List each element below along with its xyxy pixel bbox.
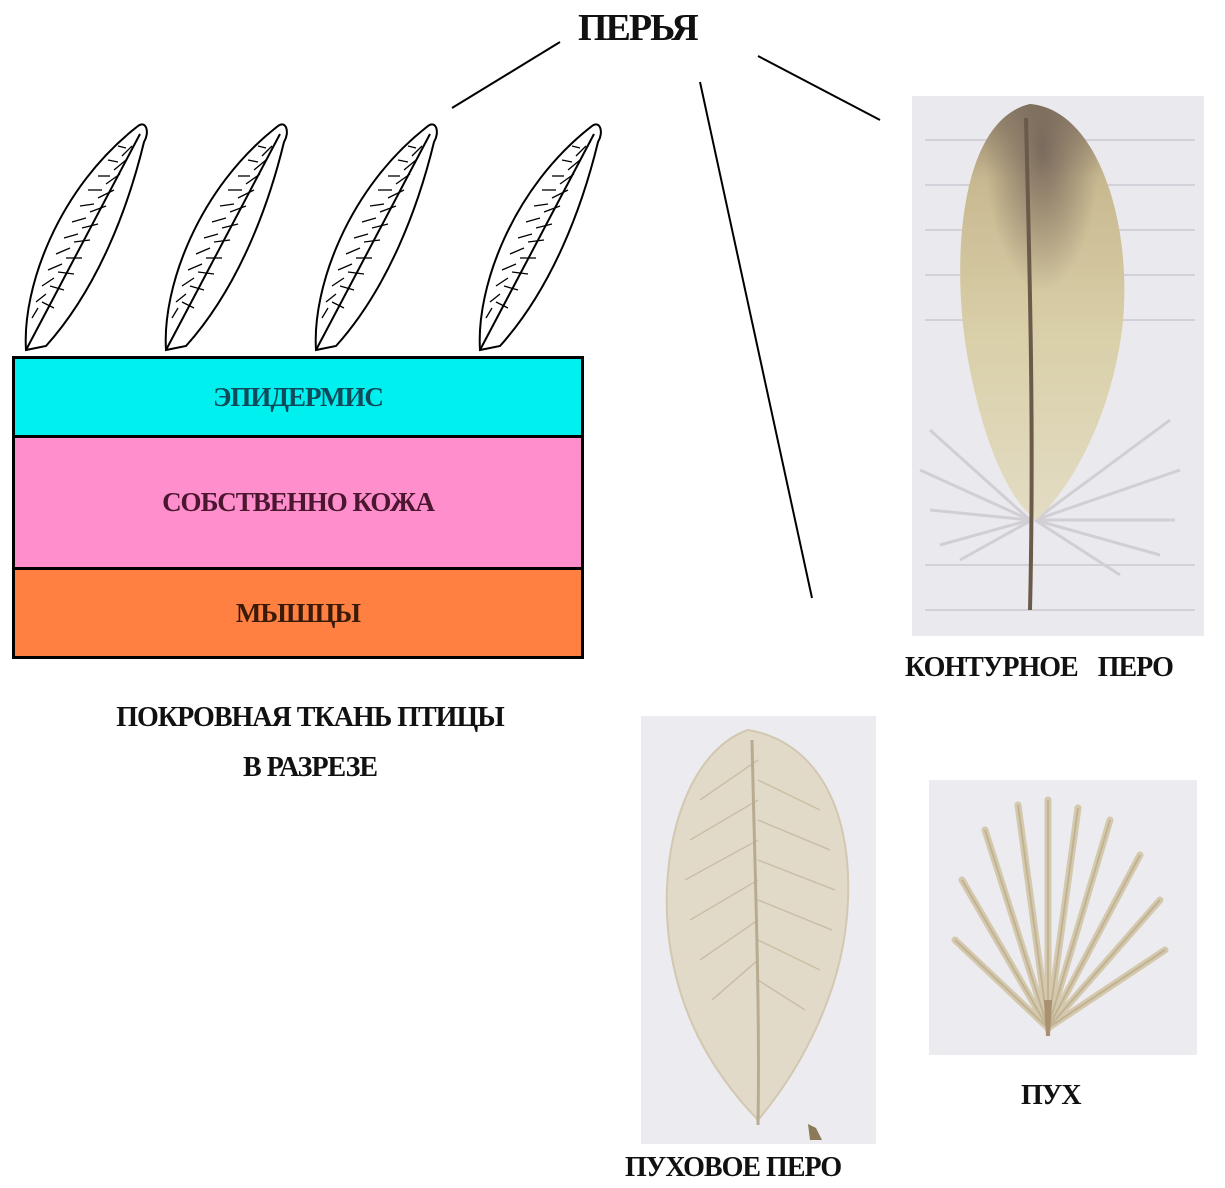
skin-feather-3: [316, 124, 437, 350]
caption-line-1: ПОКРОВНАЯ ТКАНЬ ПТИЦЫ: [70, 702, 550, 734]
connector-line-skin: [452, 42, 560, 108]
layer-muscle-label: МЫШЦЫ: [236, 598, 360, 629]
caption-line-2: В РАЗРЕЗЕ: [70, 752, 550, 784]
layer-muscle: МЫШЦЫ: [12, 567, 584, 659]
connector-line-contour: [758, 56, 880, 120]
skin-feather-1: [26, 124, 147, 350]
label-down: ПУХ: [1021, 1080, 1081, 1112]
layer-epidermis-label: ЭПИДЕРМИС: [213, 382, 383, 413]
layer-dermis-label: СОБСТВЕННО КОЖА: [162, 487, 434, 518]
down-feather-image: [641, 716, 876, 1144]
label-contour-feather: КОНТУРНОЕ ПЕРО: [905, 652, 1173, 684]
label-down-feather: ПУХОВОЕ ПЕРО: [625, 1152, 841, 1184]
contour-feather-image: [912, 96, 1204, 636]
layer-dermis: СОБСТВЕННО КОЖА: [12, 435, 584, 570]
skin-feather-2: [166, 124, 287, 350]
layer-epidermis: ЭПИДЕРМИС: [12, 356, 584, 438]
diagram-title: ПЕРЬЯ: [578, 6, 697, 50]
down-image: [929, 780, 1197, 1055]
connector-line-down-feather: [700, 82, 812, 598]
skin-feather-4: [480, 124, 601, 350]
